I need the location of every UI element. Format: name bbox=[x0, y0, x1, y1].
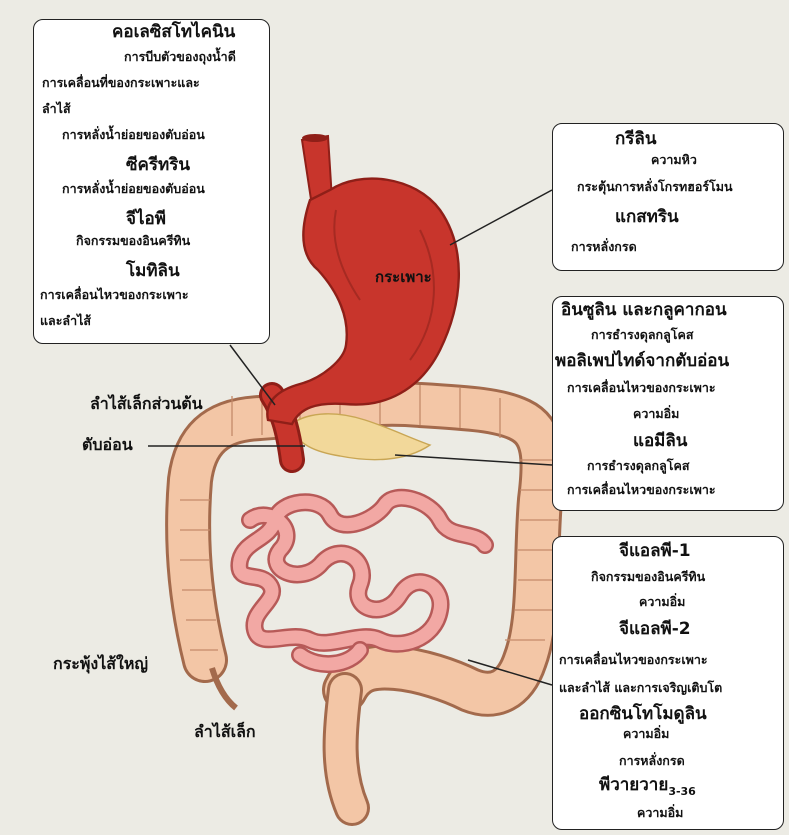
hormone-name: แอมีลิน bbox=[633, 433, 687, 450]
right-middle-hormone-box: อินซูลิน และกลูคากอนการธำรงดุลกลูโคสพอลิ… bbox=[552, 296, 784, 511]
hormone-effect: ความอิ่ม bbox=[637, 807, 683, 820]
hormone-subscript: 3-36 bbox=[668, 785, 696, 798]
hormone-name: แกสทริน bbox=[615, 209, 679, 226]
hormone-name: ออกซินโทโมดูลิน bbox=[579, 706, 707, 723]
hormone-name: พีวายวาย3-36 bbox=[599, 777, 696, 794]
hormone-name: จีไอพี bbox=[126, 211, 166, 228]
hormone-effect: การหลั่งกรด bbox=[571, 241, 637, 254]
hormone-effect: การเคลื่อนไหวของกระเพาะ bbox=[40, 289, 189, 302]
hormone-effect: การธำรงดุลกลูโคส bbox=[587, 460, 689, 473]
left-hormone-box: คอเลซิสโทไคนินการบีบตัวของถุงน้ำดีการเคล… bbox=[33, 19, 270, 344]
hormone-effect: การเคลื่อนไหวของกระเพาะ bbox=[559, 654, 708, 667]
label-pancreas: ตับอ่อน bbox=[82, 437, 133, 453]
label-small-intestine: ลำไส้เล็ก bbox=[194, 724, 256, 740]
hormone-name: จีแอลพี-1 bbox=[619, 543, 691, 560]
hormone-effect: และลำไส้ bbox=[40, 315, 91, 328]
hormone-name: ซีครีทริน bbox=[126, 157, 190, 174]
hormone-name: จีแอลพี-2 bbox=[619, 621, 691, 638]
hormone-effect: ความอิ่ม bbox=[633, 408, 679, 421]
hormone-effect: กิจกรรมของอินครีทิน bbox=[591, 571, 705, 584]
small-intestine bbox=[239, 498, 485, 664]
hormone-effect: การบีบตัวของถุงน้ำดี bbox=[124, 51, 236, 64]
hormone-effect: การหลั่งกรด bbox=[619, 755, 685, 768]
hormone-effect: การเคลื่อนไหวของกระเพาะ bbox=[567, 484, 716, 497]
hormone-effect: การเคลื่อนที่ของกระเพาะและ bbox=[42, 77, 200, 90]
hormone-effect: ความอิ่ม bbox=[639, 596, 685, 609]
hormone-effect: การหลั่งน้ำย่อยของตับอ่อน bbox=[62, 129, 205, 142]
hormone-effect: การธำรงดุลกลูโคส bbox=[591, 329, 693, 342]
hormone-effect: ความหิว bbox=[651, 154, 697, 167]
hormone-effect: และลำไส้ และการเจริญเติบโต bbox=[559, 682, 722, 695]
hormone-name: คอเลซิสโทไคนิน bbox=[112, 24, 235, 41]
hormone-name: พอลิเพปไทด์จากตับอ่อน bbox=[555, 353, 729, 370]
label-colon: กระพุ้งไส้ใหญ่ bbox=[53, 656, 148, 672]
hormone-effect: ลำไส้ bbox=[42, 103, 71, 116]
hormone-name: กรีลิน bbox=[615, 131, 656, 148]
hormone-name: โมทิลิน bbox=[126, 263, 180, 280]
appendix bbox=[212, 668, 236, 708]
hormone-effect: กระตุ้นการหลั่งโกรทฮอร์โมน bbox=[577, 181, 733, 194]
label-stomach: กระเพาะ bbox=[375, 270, 432, 285]
hormone-effect: ความอิ่ม bbox=[623, 728, 669, 741]
right-top-hormone-box: กรีลินความหิวกระตุ้นการหลั่งโกรทฮอร์โมนแ… bbox=[552, 123, 784, 271]
hormone-effect: การหลั่งน้ำย่อยของตับอ่อน bbox=[62, 183, 205, 196]
hormone-effect: กิจกรรมของอินครีทิน bbox=[76, 235, 190, 248]
hormone-effect: การเคลื่อนไหวของกระเพาะ bbox=[567, 382, 716, 395]
label-duodenum: ลำไส้เล็กส่วนต้น bbox=[90, 396, 203, 412]
hormone-name: อินซูลิน และกลูคากอน bbox=[561, 302, 727, 319]
